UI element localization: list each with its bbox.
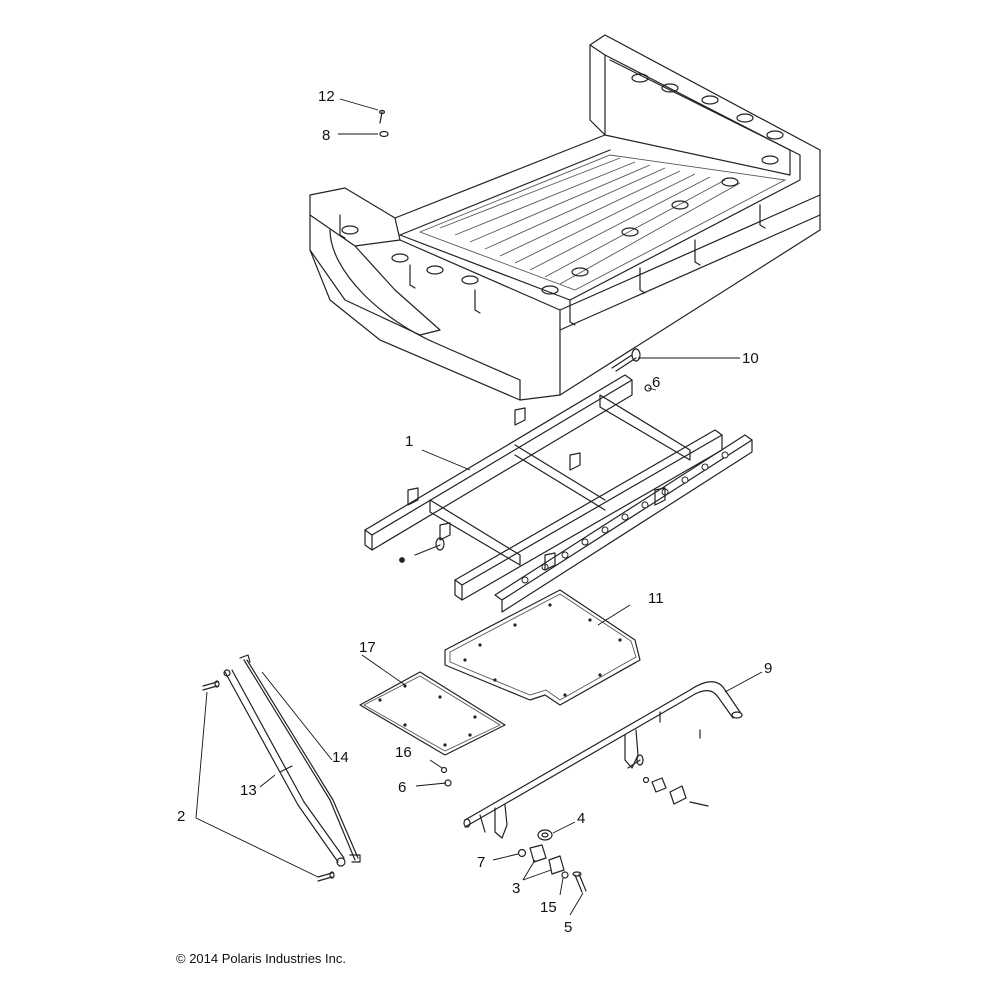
copyright-notice: © 2014 Polaris Industries Inc.	[176, 951, 346, 966]
callout-2: 2	[177, 808, 185, 825]
nut-7	[517, 848, 527, 858]
cargo-box	[309, 34, 821, 401]
pin-2-lower	[317, 871, 335, 882]
callout-labels: 12 8 6 10 1 11 17 9 14 13 16 6 2 4 7 3 1…	[177, 88, 772, 936]
leader-lines	[195, 98, 763, 916]
washer-15	[561, 871, 569, 879]
callout-17: 17	[359, 639, 376, 656]
callout-1: 1	[405, 433, 413, 450]
rivet-16	[440, 766, 448, 774]
floor-panel-11	[444, 589, 641, 706]
callout-14: 14	[332, 749, 349, 766]
callout-13: 13	[240, 782, 257, 799]
callout-4: 4	[577, 810, 585, 827]
callout-10: 10	[742, 350, 759, 367]
bolt-5	[572, 871, 587, 893]
floor-panel-17	[359, 671, 506, 756]
pin-10	[611, 348, 641, 372]
callout-6-upper: 6	[652, 374, 660, 391]
washer-8	[379, 130, 389, 138]
callout-6-lower: 6	[398, 779, 406, 796]
callout-9: 9	[764, 660, 772, 677]
callout-7: 7	[477, 854, 485, 871]
gas-strut-13	[223, 669, 346, 867]
tether-14	[239, 654, 361, 863]
callout-3: 3	[512, 880, 520, 897]
callout-16: 16	[395, 744, 412, 761]
latch-bar-9	[463, 681, 743, 839]
sub-frame	[364, 374, 753, 613]
callout-12: 12	[318, 88, 335, 105]
callout-11: 11	[648, 590, 664, 607]
screw-12	[378, 109, 386, 124]
clip-6-upper	[644, 384, 652, 392]
callout-5: 5	[564, 919, 572, 936]
latch-block-3	[529, 844, 565, 875]
pin-2-upper	[202, 680, 220, 691]
callout-8: 8	[322, 127, 330, 144]
bushing-4	[537, 829, 553, 841]
callout-15: 15	[540, 899, 557, 916]
